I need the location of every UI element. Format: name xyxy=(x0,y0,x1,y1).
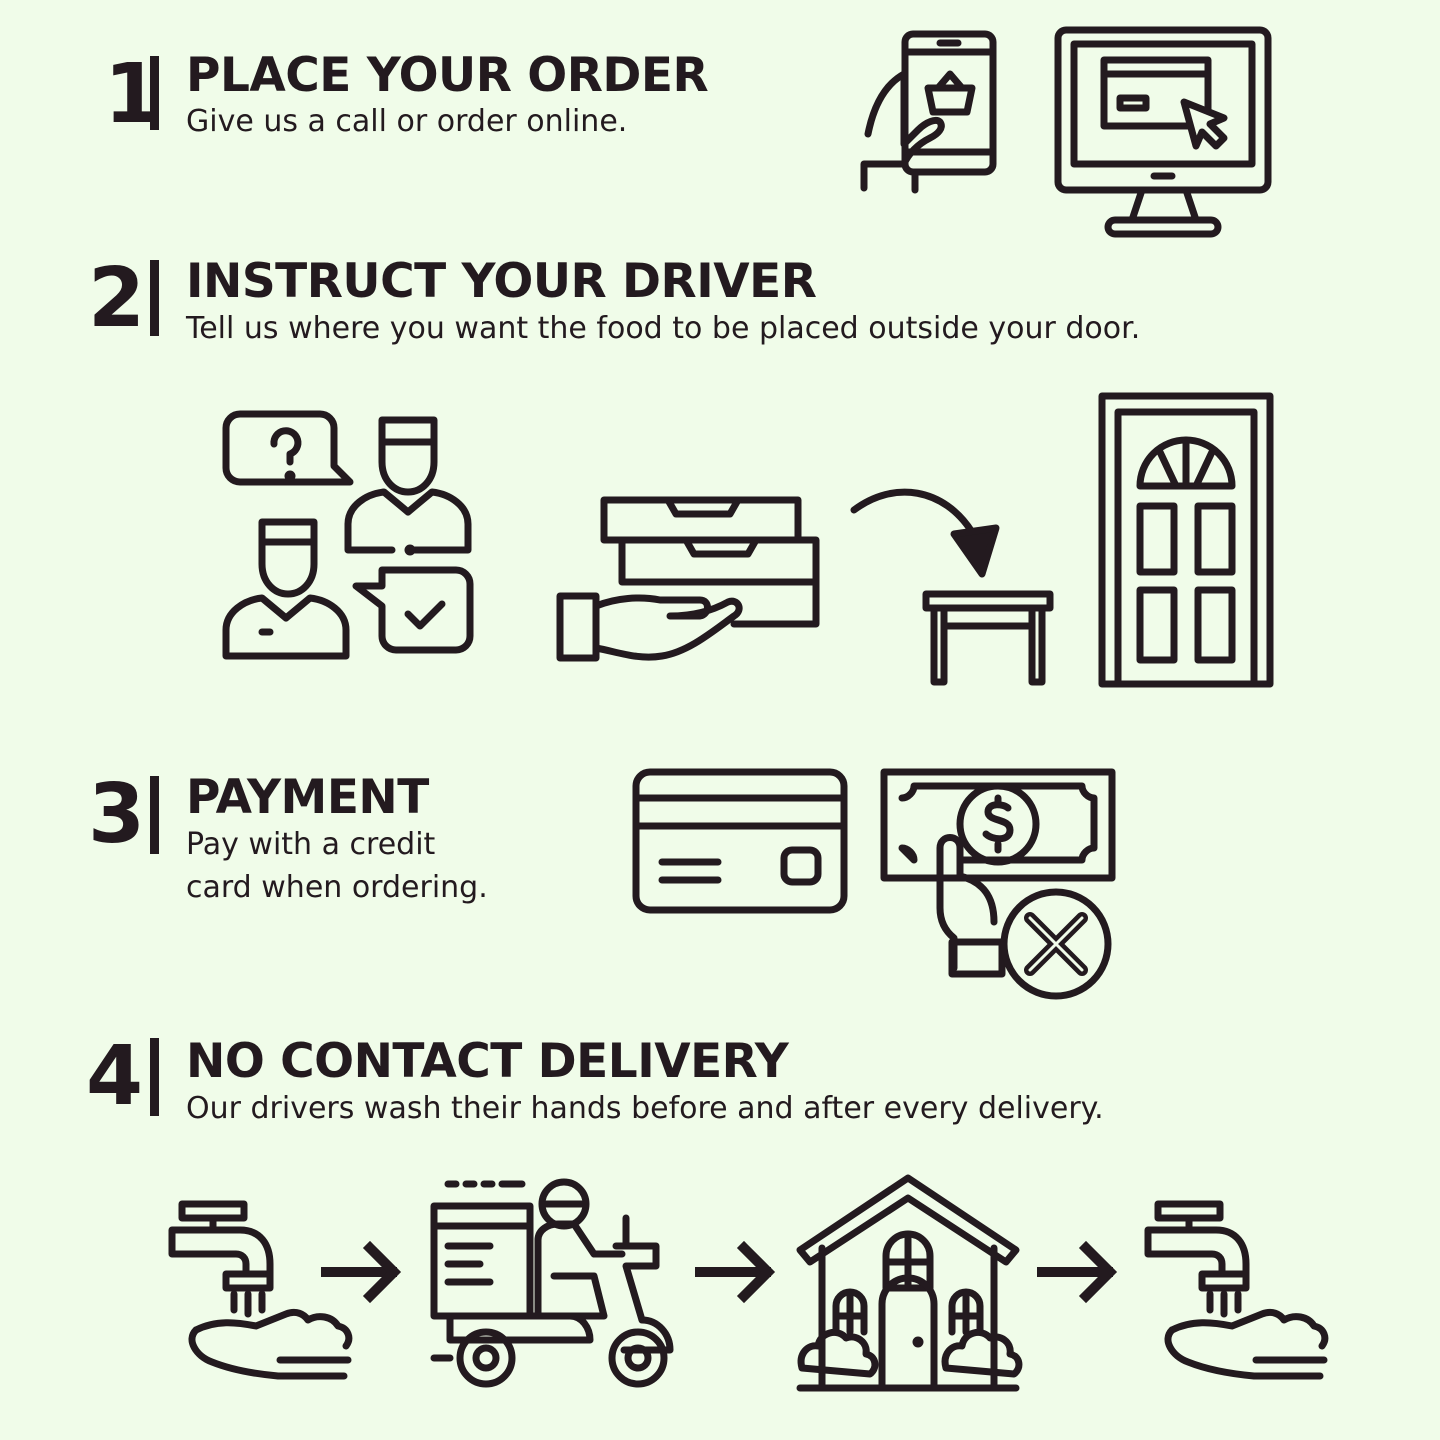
conversation-icon xyxy=(222,410,474,660)
credit-card-icon xyxy=(632,768,848,914)
arrow-right-icon xyxy=(321,1240,402,1304)
step-2-number: 2 xyxy=(88,251,145,346)
faucet-handwash-icon xyxy=(168,1200,353,1380)
door-icon xyxy=(1098,392,1274,688)
step-4-divider xyxy=(150,1038,159,1116)
step-3-divider xyxy=(150,776,159,854)
computer-cart-icon xyxy=(1054,26,1272,238)
step-4-description: Our drivers wash their hands before and … xyxy=(186,1091,1104,1126)
faucet-handwash-icon xyxy=(1144,1200,1329,1380)
step-4-number: 4 xyxy=(86,1029,143,1124)
delivery-scooter-icon xyxy=(430,1178,674,1388)
step-3-number: 3 xyxy=(88,767,145,862)
arrow-right-icon xyxy=(695,1240,776,1304)
food-boxes-hand-icon xyxy=(556,496,820,662)
step-2-title: INSTRUCT YOUR DRIVER xyxy=(186,254,817,309)
phone-basket-icon xyxy=(860,30,997,194)
step-2-divider xyxy=(150,260,159,336)
stool-icon xyxy=(922,590,1054,686)
arrow-right-icon xyxy=(1037,1240,1118,1304)
step-3-description-line-1: Pay with a credit xyxy=(186,827,436,862)
step-1-divider xyxy=(150,56,159,130)
step-3-title: PAYMENT xyxy=(186,770,429,825)
step-2-description: Tell us where you want the food to be pl… xyxy=(186,311,1141,346)
cash-cancel-icon xyxy=(880,768,1116,1000)
step-4-title: NO CONTACT DELIVERY xyxy=(186,1034,789,1089)
step-1-description: Give us a call or order online. xyxy=(186,104,628,139)
step-3-description-line-2: card when ordering. xyxy=(186,870,488,905)
curved-arrow-icon xyxy=(850,488,1000,578)
step-1-title: PLACE YOUR ORDER xyxy=(186,48,709,103)
house-icon xyxy=(796,1174,1023,1392)
